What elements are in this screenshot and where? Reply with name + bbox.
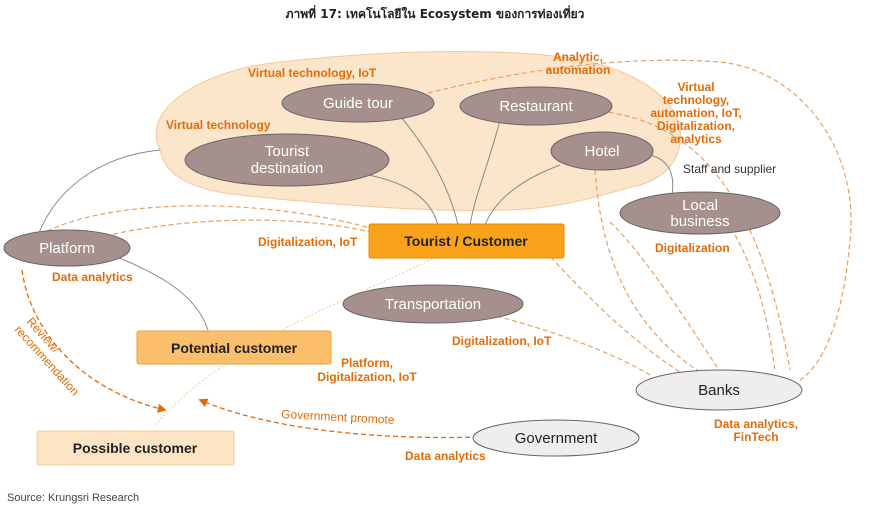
node-transportation: Transportation: [342, 284, 524, 324]
label-data-analytics-gov: Data analytics: [405, 449, 486, 463]
government-arrow: [198, 398, 479, 439]
label-virtual-tech: Virtual technology: [166, 118, 271, 132]
banks-label: Banks: [698, 382, 740, 399]
label-vt-multi-4: Digitalization,: [657, 119, 735, 133]
label-digitalization-right: Digitalization: [655, 241, 730, 255]
label-analytic-1: Analytic,: [553, 50, 603, 64]
label-data-fintech-2: FinTech: [733, 430, 778, 444]
node-guide-tour: Guide tour: [281, 83, 435, 123]
label-government-promote: Government promote: [281, 407, 395, 427]
label-vt-multi-5: analytics: [670, 132, 722, 146]
tourist-destination-label-1: Tourist: [265, 143, 310, 160]
hotel-label: Hotel: [584, 143, 619, 160]
platform-label: Platform: [39, 240, 95, 257]
node-platform: Platform: [3, 229, 131, 267]
potential-customer-label: Potential customer: [171, 340, 298, 356]
label-analytic-2: automation: [546, 63, 611, 77]
node-tourist-customer: Tourist / Customer: [368, 223, 565, 259]
label-platform-digital-1: Platform,: [341, 356, 393, 370]
local-business-label-2: business: [670, 213, 729, 230]
review-arrow: [21, 269, 167, 413]
label-virtual-tech-iot: Virtual technology, IoT: [248, 66, 377, 80]
node-government: Government: [472, 419, 640, 457]
label-vt-multi-2: technology,: [663, 93, 729, 107]
node-local-business: Local business: [619, 191, 781, 235]
label-government-promote-text: Government promote: [281, 407, 395, 427]
possible-customer-label: Possible customer: [73, 440, 198, 456]
tourist-customer-label: Tourist / Customer: [404, 233, 528, 249]
label-digital-iot-transport: Digitalization, IoT: [452, 334, 552, 348]
tourist-possible-link: [154, 254, 441, 426]
label-data-fintech-1: Data analytics,: [714, 417, 798, 431]
node-banks: Banks: [635, 369, 803, 411]
node-tourist-destination: Tourist destination: [184, 133, 390, 187]
node-hotel: Hotel: [550, 131, 654, 171]
restaurant-label: Restaurant: [499, 98, 573, 115]
tourist-destination-label-2: destination: [251, 160, 324, 177]
node-potential-customer: Potential customer: [136, 330, 332, 365]
label-platform-digital-2: Digitalization, IoT: [317, 370, 417, 384]
label-data-analytics-platform: Data analytics: [52, 270, 133, 284]
transportation-label: Transportation: [385, 296, 481, 313]
label-digital-iot-left: Digitalization, IoT: [258, 235, 358, 249]
government-label: Government: [515, 430, 598, 447]
local-business-label-1: Local: [682, 197, 718, 214]
label-staff-supplier: Staff and supplier: [683, 162, 776, 176]
label-vt-multi-1: Virtual: [677, 80, 714, 94]
node-possible-customer: Possible customer: [36, 430, 235, 466]
diagram-title: ภาพที่ 17: เทคโนโลยีใน Ecosystem ของการท…: [286, 5, 585, 21]
label-vt-multi-3: automation, IoT,: [650, 106, 741, 120]
source-note: Source: Krungsri Research: [7, 492, 139, 504]
guide-tour-label: Guide tour: [323, 95, 393, 112]
node-restaurant: Restaurant: [459, 86, 613, 126]
